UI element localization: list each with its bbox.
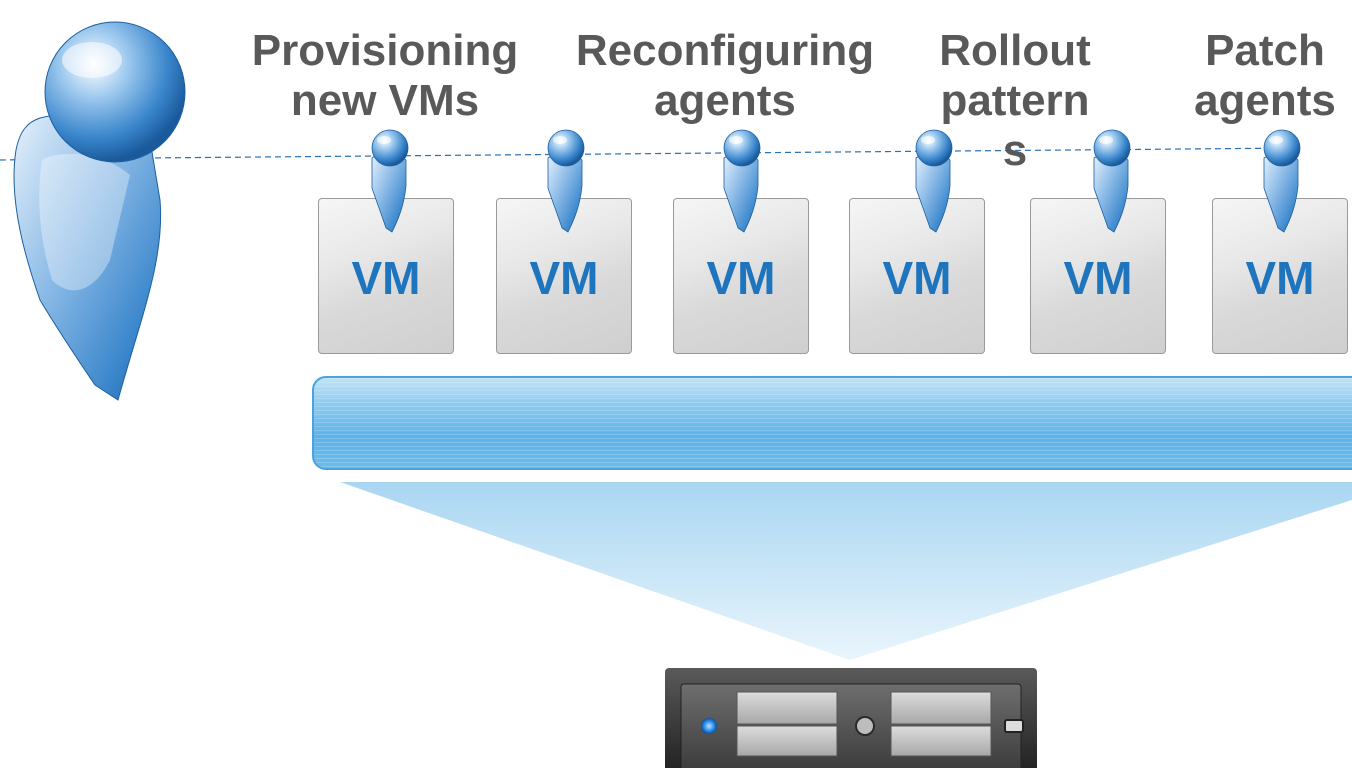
label-rollout: Rollout pattern s: [939, 26, 1091, 175]
label-patch: Patch agents: [1194, 26, 1336, 125]
projection-beam: [340, 482, 1352, 660]
vm-box-4: VM: [849, 198, 985, 354]
vm-label: VM: [1245, 252, 1315, 304]
vm-label: VM: [882, 252, 952, 304]
agent-person-icon: [371, 129, 409, 233]
server-icon: [665, 668, 1037, 768]
vm-label: VM: [1063, 252, 1133, 304]
agent-person-icon: [915, 129, 953, 233]
admin-person-icon: [13, 21, 186, 401]
label-provisioning: Provisioning new VMs: [251, 26, 519, 125]
agent-person-icon: [547, 129, 585, 233]
vm-label: VM: [529, 252, 599, 304]
vm-label: VM: [706, 252, 776, 304]
vm-box-5: VM: [1030, 198, 1166, 354]
label-reconfiguring: Reconfiguring agents: [575, 26, 875, 125]
vm-label: VM: [351, 252, 421, 304]
hypervisor-bar: [312, 376, 1352, 470]
agent-person-icon: [1263, 129, 1301, 233]
vm-box-6: VM: [1212, 198, 1348, 354]
agent-person-icon: [1093, 129, 1131, 233]
agent-person-icon: [723, 129, 761, 233]
